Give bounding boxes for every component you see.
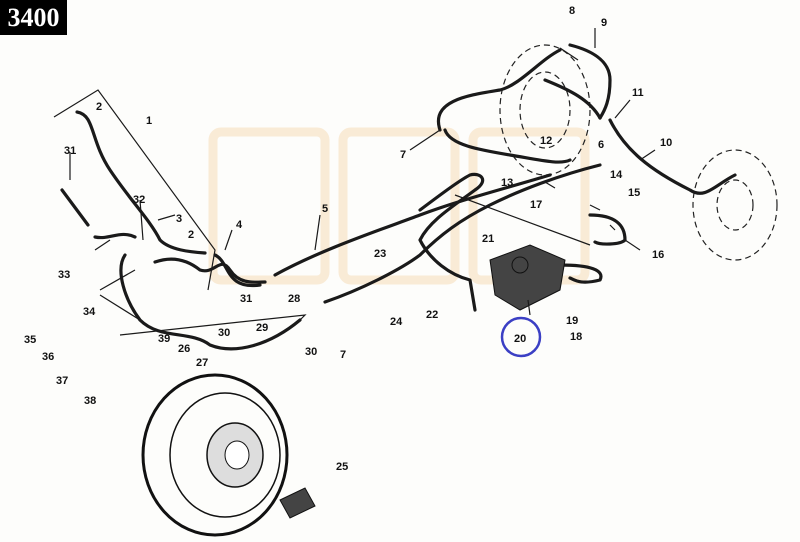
part-number-badge: 3400	[0, 0, 67, 35]
callout-31b: 31	[240, 293, 252, 305]
callout-13: 13	[501, 177, 513, 189]
callout-35: 35	[24, 334, 36, 346]
callout-16: 16	[652, 249, 664, 261]
callout-8: 8	[569, 5, 575, 17]
callout-30b: 30	[305, 346, 317, 358]
callout-7b: 7	[340, 349, 346, 361]
callout-2: 2	[96, 101, 102, 113]
callout-7: 7	[400, 149, 406, 161]
callout-11: 11	[632, 87, 644, 99]
leader-lines	[53, 28, 656, 336]
callout-27: 27	[196, 357, 208, 369]
callout-12: 12	[540, 135, 552, 147]
callout-14: 14	[610, 169, 623, 181]
callout-30: 30	[218, 327, 230, 339]
callout-39: 39	[158, 333, 170, 345]
callout-34: 34	[83, 306, 96, 318]
callout-36: 36	[42, 351, 54, 363]
callout-25: 25	[336, 461, 348, 473]
callout-31: 31	[64, 145, 76, 157]
callout-2b: 2	[188, 229, 194, 241]
callout-1: 1	[146, 115, 152, 127]
callout-17: 17	[530, 199, 542, 211]
front-brake-backing-plate	[141, 373, 316, 537]
callout-37: 37	[56, 375, 68, 387]
callout-4: 4	[236, 219, 243, 231]
rear-wheel-drum	[499, 44, 778, 261]
highlight-circle	[500, 316, 542, 358]
callout-18: 18	[570, 331, 582, 343]
callout-19: 19	[566, 315, 578, 327]
callout-20: 20	[514, 333, 526, 345]
callout-21: 21	[482, 233, 494, 245]
callout-9: 9	[601, 17, 607, 29]
callout-24: 24	[390, 316, 403, 328]
callout-33: 33	[58, 269, 70, 281]
callout-15: 15	[628, 187, 640, 199]
callout-29: 29	[256, 322, 268, 334]
callout-23: 23	[374, 248, 386, 260]
callout-28: 28	[288, 293, 300, 305]
callout-38: 38	[84, 395, 96, 407]
callout-32: 32	[133, 194, 145, 206]
callout-10: 10	[660, 137, 672, 149]
callout-3: 3	[176, 213, 182, 225]
callout-6: 6	[598, 139, 604, 151]
callout-5: 5	[322, 203, 328, 215]
callout-22: 22	[426, 309, 438, 321]
callout-labels: 1 2 2 3 4 5 6 7 7 8 9 10 11 12 13 14 15 …	[24, 5, 672, 473]
callout-26: 26	[178, 343, 190, 355]
